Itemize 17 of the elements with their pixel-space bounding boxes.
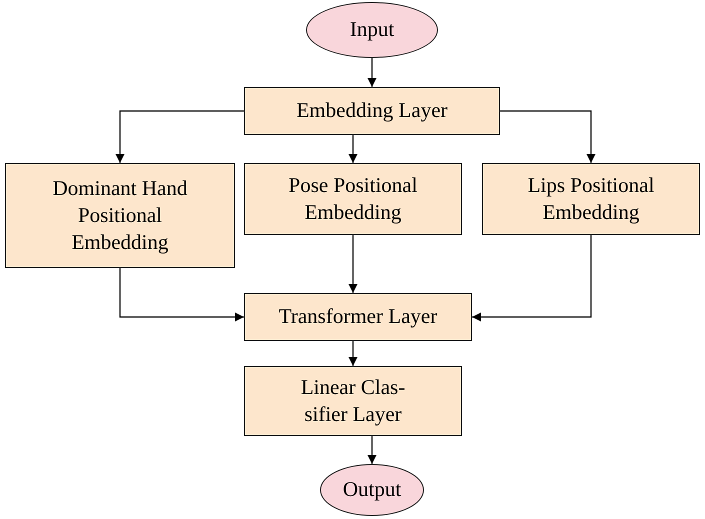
- arrow: [348, 341, 358, 366]
- arrow: [500, 110, 596, 163]
- process-box: Linear Clas- sifier Layer: [244, 366, 462, 436]
- process-box: Lips Positional Embedding: [482, 163, 700, 235]
- arrow: [116, 110, 244, 163]
- process-box: Dominant Hand Positional Embedding: [5, 163, 235, 268]
- arrow: [119, 268, 244, 322]
- process-box: Transformer Layer: [244, 293, 472, 341]
- arrow: [368, 436, 376, 464]
- arrow: [348, 135, 358, 163]
- arrow: [472, 235, 592, 322]
- input-ellipse: Input: [306, 2, 438, 58]
- arrow: [368, 58, 376, 87]
- arrow: [348, 235, 358, 293]
- output-ellipse: Output: [320, 464, 424, 516]
- process-box: Pose Positional Embedding: [244, 163, 462, 235]
- process-box: Embedding Layer: [244, 87, 500, 135]
